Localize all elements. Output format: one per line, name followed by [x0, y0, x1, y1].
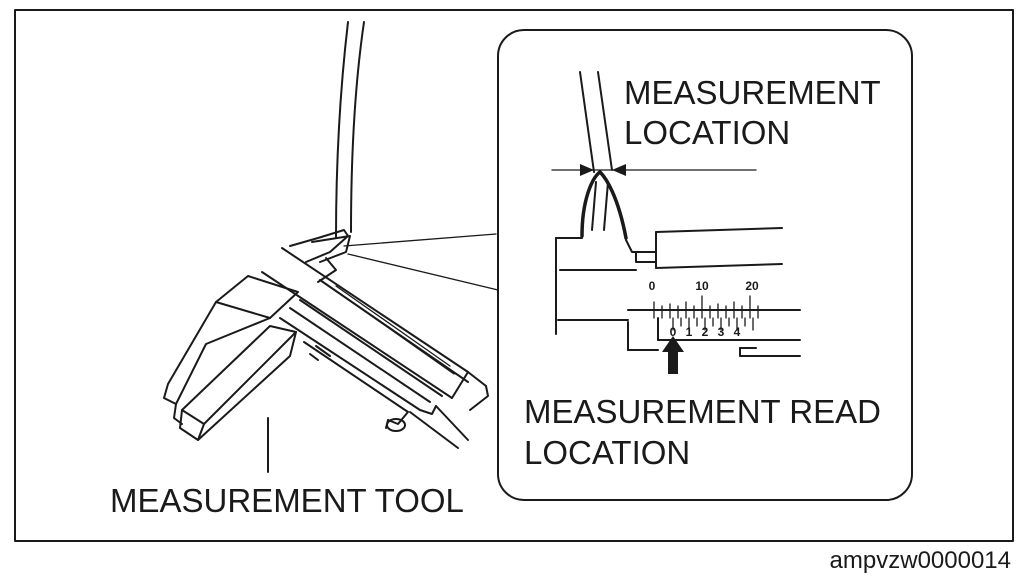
vernier-tick-0: 0: [670, 325, 677, 339]
main-scale-tick-20: 20: [745, 279, 759, 293]
measurement-read-location-label-line1: MEASUREMENT READ: [524, 393, 881, 430]
vernier-tick-4: 4: [734, 325, 741, 339]
main-scale-ticks: [653, 295, 759, 319]
measurement-location-label-line2: LOCATION: [624, 114, 790, 151]
measurement-read-location-label-line2: LOCATION: [524, 434, 690, 471]
inset-detail-drawing: [551, 71, 801, 357]
figure-code: ampvzw0000014: [830, 547, 1011, 574]
vernier-tick-3: 3: [718, 325, 725, 339]
main-scale-tick-10: 10: [695, 279, 709, 293]
main-scale-tick-0: 0: [649, 279, 656, 293]
vernier-scale-ticks: [672, 317, 754, 331]
figure-frame: [14, 9, 1014, 542]
vernier-tick-1: 1: [686, 325, 693, 339]
detail-inset-box: [497, 29, 913, 501]
measurement-location-label-line1: MEASUREMENT: [624, 74, 881, 111]
vernier-tick-2: 2: [702, 325, 709, 339]
zoom-line-upper: [343, 233, 497, 247]
read-location-arrow-icon: [662, 336, 684, 374]
zoom-line-lower: [347, 253, 499, 291]
measurement-tool-label: MEASUREMENT TOOL: [110, 482, 464, 519]
caliper-illustration: [163, 229, 489, 449]
workpiece-edge: [335, 21, 365, 239]
